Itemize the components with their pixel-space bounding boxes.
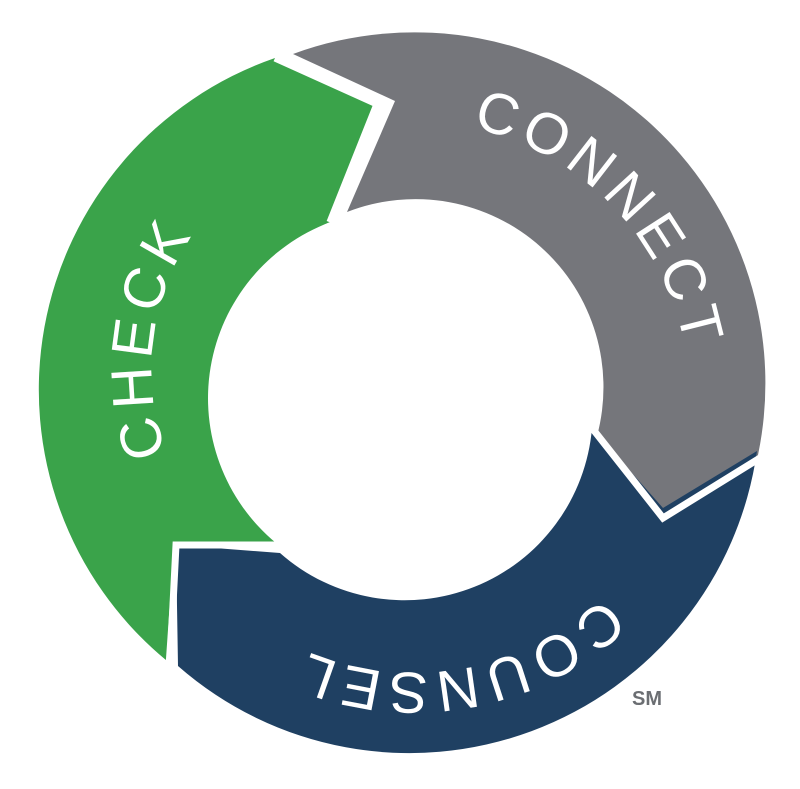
- separator-check-connect: [273, 54, 382, 224]
- center-hole: [218, 206, 594, 582]
- counsel-segment: [176, 428, 757, 754]
- service-mark: SM: [632, 688, 662, 710]
- cycle-ring: [38, 32, 766, 754]
- separator-connect-counsel: [589, 425, 762, 523]
- check-segment: [38, 58, 378, 660]
- connect-segment: [293, 32, 766, 521]
- separator-counsel-check: [166, 541, 280, 665]
